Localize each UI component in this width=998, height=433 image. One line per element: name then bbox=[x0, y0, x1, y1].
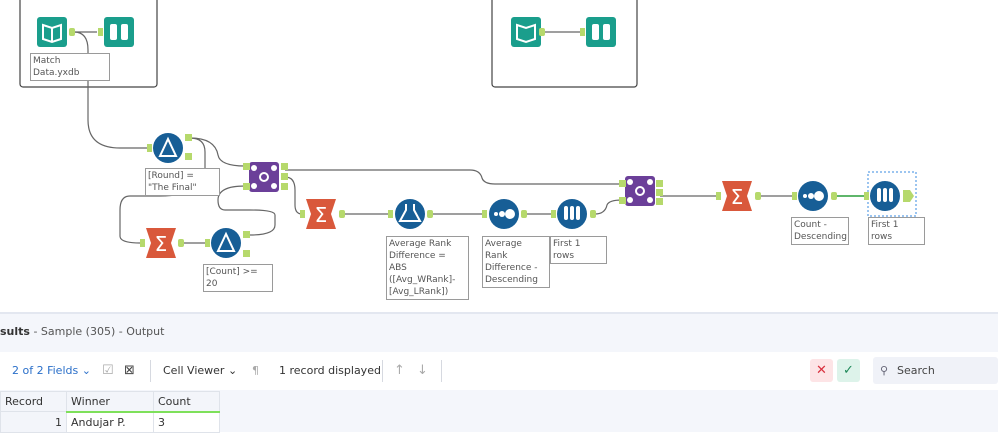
table-header-row: Record Winner Count bbox=[0, 391, 220, 413]
tool-annotation: Average Rank Difference - Descending bbox=[482, 236, 550, 288]
sort-icon bbox=[798, 181, 828, 211]
deselect-all-icon[interactable]: ⊠ bbox=[124, 363, 135, 378]
arrow-down-icon[interactable]: ↓ bbox=[417, 363, 428, 378]
results-panel: sults - Sample (305) - Output 2 of 2 Fie… bbox=[0, 312, 998, 433]
arrow-up-icon[interactable]: ↑ bbox=[394, 363, 405, 378]
join-icon bbox=[625, 176, 655, 206]
cell-winner[interactable]: Andujar P. bbox=[66, 411, 154, 433]
connection bbox=[189, 137, 246, 167]
check-icon[interactable]: ✓ bbox=[837, 359, 860, 382]
svg-text:Σ: Σ bbox=[731, 185, 744, 209]
filter-icon bbox=[153, 133, 183, 163]
cell-count[interactable]: 3 bbox=[153, 411, 220, 433]
sample-icon bbox=[557, 199, 587, 229]
results-table: Record Winner Count 1 Andujar P. 3 bbox=[0, 391, 220, 433]
workflow-canvas[interactable]: Σ Σ Σ Match Data.yxdb [Round] = "The Fin… bbox=[0, 0, 998, 312]
chevron-down-icon: ⌄ bbox=[81, 364, 91, 377]
summarize-icon: Σ bbox=[146, 228, 176, 258]
cell-viewer-dropdown[interactable]: Cell Viewer ⌄ bbox=[163, 352, 237, 390]
summarize-icon: Σ bbox=[722, 181, 752, 211]
sample-icon bbox=[870, 181, 900, 211]
tool-annotation: First 1 rows bbox=[868, 217, 925, 245]
results-toolbar: 2 of 2 Fields ⌄ ☑ ⊠ Cell Viewer ⌄ ¶ 1 re… bbox=[0, 352, 998, 390]
results-title: sults - Sample (305) - Output bbox=[0, 320, 164, 344]
search-input[interactable]: ⚲ Search bbox=[873, 357, 998, 384]
filter-icon bbox=[211, 228, 241, 258]
table-row: 1 Andujar P. 3 bbox=[0, 411, 220, 433]
tool-annotation: Average Rank Difference = ABS ([Avg_WRan… bbox=[386, 236, 469, 300]
anchors bbox=[69, 28, 914, 257]
close-icon[interactable]: ✕ bbox=[810, 359, 833, 382]
record-count: 1 record displayed bbox=[279, 364, 381, 377]
input-data-icon bbox=[511, 17, 541, 47]
fields-dropdown[interactable]: 2 of 2 Fields ⌄ bbox=[12, 352, 91, 390]
connection bbox=[594, 199, 623, 215]
search-placeholder: Search bbox=[897, 364, 935, 377]
tool-annotation: First 1 rows bbox=[550, 236, 607, 264]
results-title-rest: - Sample (305) - Output bbox=[29, 325, 165, 338]
pilcrow-icon[interactable]: ¶ bbox=[252, 364, 259, 377]
svg-text:Σ: Σ bbox=[155, 232, 168, 256]
join-icon bbox=[249, 162, 279, 192]
column-header-winner[interactable]: Winner bbox=[66, 391, 154, 413]
cell-record[interactable]: 1 bbox=[0, 411, 67, 433]
connection bbox=[284, 176, 303, 215]
connection bbox=[285, 169, 622, 185]
sort-icon bbox=[489, 199, 519, 229]
tool-annotation: Match Data.yxdb bbox=[30, 53, 110, 81]
column-header-count[interactable]: Count bbox=[153, 391, 220, 413]
browse-icon bbox=[104, 17, 134, 47]
chevron-down-icon: ⌄ bbox=[227, 364, 238, 377]
tool-annotation: [Round] = "The Final" bbox=[145, 168, 220, 196]
container-2 bbox=[491, 0, 638, 88]
formula-icon bbox=[395, 199, 425, 229]
fields-label: 2 of 2 Fields bbox=[12, 364, 79, 377]
connection bbox=[119, 137, 206, 244]
browse-icon bbox=[586, 17, 616, 47]
connection bbox=[73, 31, 148, 149]
column-header-record[interactable]: Record bbox=[0, 391, 67, 412]
cell-viewer-label: Cell Viewer bbox=[163, 364, 225, 377]
tool-annotation: Count - Descending bbox=[791, 217, 849, 245]
summarize-icon: Σ bbox=[306, 199, 336, 229]
svg-text:Σ: Σ bbox=[315, 203, 328, 227]
workflow-diagram: Σ Σ Σ bbox=[19, 0, 917, 258]
select-all-icon[interactable]: ☑ bbox=[102, 363, 114, 378]
tool-annotation: [Count] >= 20 bbox=[203, 264, 273, 292]
input-data-icon bbox=[37, 17, 67, 47]
search-icon: ⚲ bbox=[880, 364, 889, 377]
connection bbox=[217, 185, 276, 236]
results-title-bold: sults bbox=[0, 325, 30, 338]
